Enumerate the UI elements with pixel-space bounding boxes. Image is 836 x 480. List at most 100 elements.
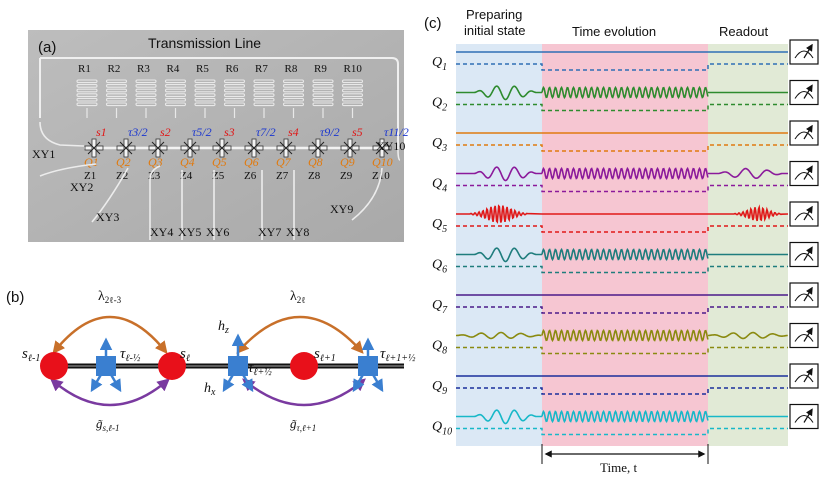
qubit-name-label: Q4 <box>180 155 195 169</box>
label-s-l-plus-1: sℓ+1 <box>314 346 336 364</box>
qubit-operator-label: τ11/2 <box>384 125 409 139</box>
site-tau-l-plus-half <box>222 333 254 393</box>
resonator-label: R3 <box>137 63 150 75</box>
qubit-name-label: Q1 <box>84 155 99 169</box>
trace-prep <box>456 204 543 224</box>
phase-bg-evolution <box>542 44 708 446</box>
trace-flux-dashed <box>456 387 788 395</box>
resonator-meander <box>282 79 305 118</box>
label-s-l-minus-1: sℓ-1 <box>22 346 40 364</box>
qubit-operator-label: s2 <box>160 125 171 139</box>
trace-flux-dashed <box>456 63 788 71</box>
qubit-label: Q2 <box>432 96 447 114</box>
trace-evolution <box>541 409 709 424</box>
trace-prep <box>456 331 542 340</box>
phase-label-prep-line2: initial state <box>464 23 525 38</box>
trace-prep <box>456 247 543 263</box>
z-line-label: Z1 <box>84 170 96 182</box>
meter-icon <box>789 363 819 389</box>
qubit-name-label: Q7 <box>276 155 292 169</box>
panel-c-pulse-sequence: (c) Preparing initial state Time evoluti… <box>424 7 819 475</box>
xy-line-label: XY1 <box>32 147 55 161</box>
qubit-cross <box>116 138 136 158</box>
z-line-label: Z8 <box>308 170 321 182</box>
qubit-label: Q9 <box>432 379 447 397</box>
xy-control-wire <box>91 167 129 223</box>
qubit-row-q1: Q1 <box>432 39 819 73</box>
qubit-name-label: Q9 <box>340 155 355 169</box>
label-g-s: g̃s,ℓ-1 <box>96 416 120 433</box>
z-line-label: Z6 <box>244 170 257 182</box>
z-line-label: Z4 <box>180 170 193 182</box>
qubit-label: Q1 <box>432 55 447 73</box>
coupling-arc-g-1 <box>50 378 170 407</box>
label-s-l: sℓ <box>180 346 190 364</box>
resonator-meander <box>253 79 275 118</box>
resonator-label: R6 <box>226 63 239 75</box>
label-tau-l-minus-half: τℓ-½ <box>120 346 141 364</box>
coupling-arc-g-2 <box>242 378 366 407</box>
site-tau-l-plus-1-half <box>352 337 384 393</box>
meter-icon <box>789 282 819 308</box>
meter-icon <box>789 120 819 146</box>
transmission-line <box>40 57 399 150</box>
label-g-tau: g̃τ,ℓ+1 <box>290 416 316 433</box>
trace-readout <box>708 331 788 340</box>
site-s-l-minus-1 <box>40 352 68 380</box>
xy-line-label: XY9 <box>330 202 353 216</box>
trace-readout <box>708 204 789 223</box>
resonator-label: R9 <box>314 63 327 75</box>
meter-icon <box>789 241 819 268</box>
qubit-cross <box>372 138 392 158</box>
resonator-meander <box>76 79 98 118</box>
trace-flux-dashed <box>456 265 788 274</box>
transmission-line-label: Transmission Line <box>148 35 261 51</box>
xy-control-wire <box>39 121 85 147</box>
trace-evolution <box>541 85 709 100</box>
qubit-cross <box>340 138 360 158</box>
meter-icon <box>789 322 819 349</box>
qubit-cross <box>308 138 328 158</box>
resonator-meander <box>135 79 157 118</box>
phase-bg-readout <box>708 44 788 446</box>
qubit-row-q10: Q10 <box>432 403 819 438</box>
qubit-name-label: Q10 <box>372 155 393 169</box>
qubit-label: Q3 <box>432 136 447 154</box>
qubit-label: Q7 <box>432 298 448 316</box>
site-tau-l-minus-half <box>90 337 122 393</box>
trace-flux-dashed <box>456 427 788 436</box>
resonator-label: R7 <box>255 63 268 75</box>
trace-readout <box>708 167 788 179</box>
time-axis-label: Time, t <box>600 460 637 475</box>
resonator-meander <box>312 79 334 118</box>
meter-icon <box>789 160 819 187</box>
resonator-meander <box>105 79 128 118</box>
trace-evolution <box>541 247 709 262</box>
qubit-operator-label: s3 <box>224 125 235 139</box>
qubit-cross <box>276 138 296 158</box>
label-lambda-2: λ2ℓ <box>290 289 306 305</box>
qubit-label: Q4 <box>432 177 447 195</box>
resonator-label: R8 <box>285 63 298 75</box>
label-lambda-1: λ2ℓ-3 <box>98 289 122 305</box>
xy-line-label: XY8 <box>286 225 309 239</box>
resonator-meander <box>223 79 246 118</box>
qubit-operator-label: τ5/2 <box>192 125 212 139</box>
chip-background <box>28 30 404 242</box>
panel-b-model-diagram: (b) <box>6 289 416 433</box>
trace-flux-dashed <box>456 184 788 193</box>
coupling-arc-lambda-1 <box>52 315 168 354</box>
qubit-operator-label: s1 <box>96 125 107 139</box>
panel-b-label: (b) <box>6 289 24 306</box>
trace-prep <box>456 85 543 101</box>
xy-line-label: XY6 <box>206 225 229 239</box>
z-line-label: Z7 <box>276 170 289 182</box>
qubit-row-q4: Q4 <box>432 160 819 195</box>
qubit-cross <box>84 138 104 158</box>
trace-flux-dashed <box>456 225 788 233</box>
xy-control-wire <box>149 165 161 240</box>
xy-line-label: XY3 <box>96 210 119 224</box>
